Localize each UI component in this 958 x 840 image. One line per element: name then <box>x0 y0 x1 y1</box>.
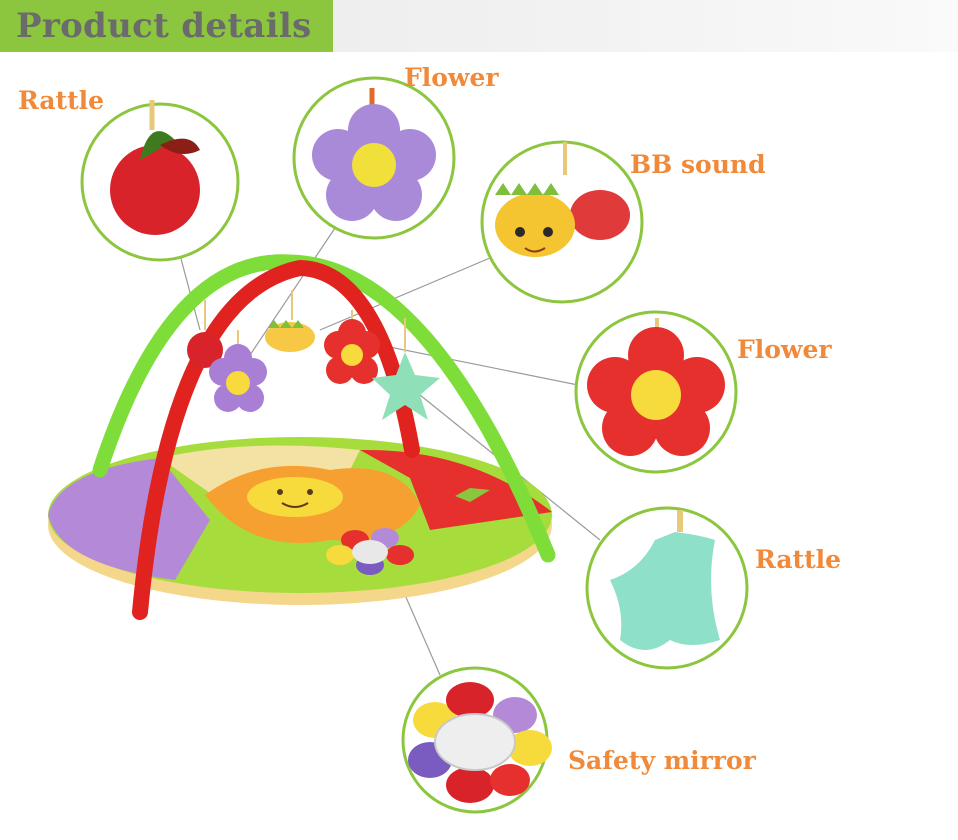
label-bb-sound: BB sound <box>630 150 766 179</box>
detail-circle-rattle-apple <box>80 100 240 262</box>
play-mat <box>48 437 552 605</box>
detail-circle-safety-mirror <box>401 666 552 814</box>
page-title: Product details <box>16 6 312 46</box>
detail-circle-flower-top <box>292 76 456 240</box>
title-box <box>0 0 333 52</box>
label-flower-right: Flower <box>737 335 832 364</box>
detail-circle-rattle-star <box>585 506 749 670</box>
mat-mirror-flower <box>326 528 414 575</box>
label-safety-mirror: Safety mirror <box>568 746 756 775</box>
label-rattle-right: Rattle <box>755 545 842 574</box>
detail-circle-bb-sound <box>480 140 644 304</box>
label-rattle-top: Rattle <box>18 86 105 115</box>
detail-circle-flower-right <box>574 310 738 474</box>
hanging-toys <box>187 290 440 420</box>
label-flower-top: Flower <box>404 63 499 92</box>
play-gym-arches <box>92 254 556 620</box>
